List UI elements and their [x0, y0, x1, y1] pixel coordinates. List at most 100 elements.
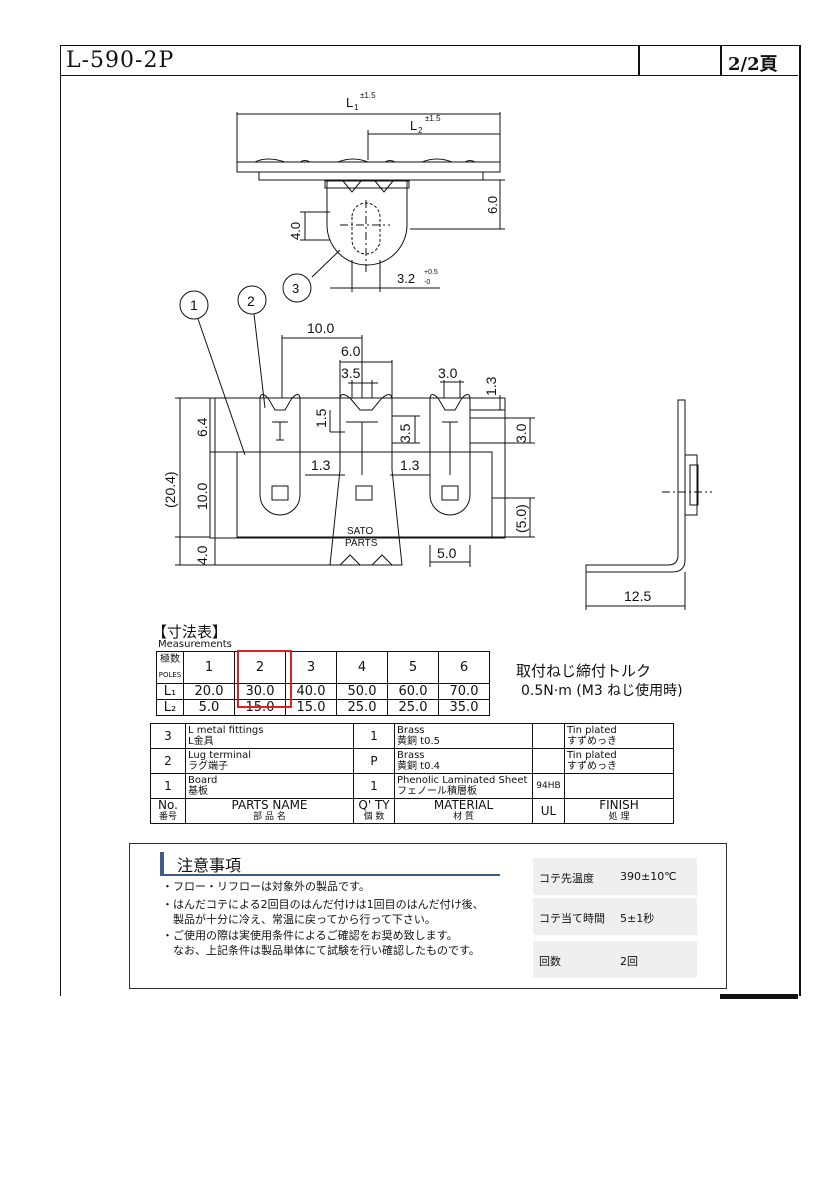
callout-3: 3 — [292, 281, 299, 296]
part-ul — [532, 723, 565, 749]
value-cell: 35.0 — [438, 699, 490, 716]
value-cell: 25.0 — [387, 699, 439, 716]
front-view — [175, 285, 535, 567]
brand-text-2: PARTS — [345, 538, 378, 549]
torque-value: 0.5N·m (M3 ねじ使用時) — [521, 683, 683, 699]
top-view — [236, 112, 505, 303]
title-divider — [720, 45, 722, 75]
dim-3-2: 3.2 — [397, 271, 415, 286]
brand-text-1: SATO — [347, 526, 374, 537]
part-no: 1 — [150, 773, 186, 799]
dim-l1: L — [346, 95, 353, 110]
notice-line: なお、上記条件は製品単体にて試験を行い確認したものです。 — [162, 944, 480, 957]
spec-value: 390±10℃ — [620, 870, 677, 883]
spec-label: コテ先温度 — [539, 872, 594, 885]
dim-6: 6.0 — [485, 196, 500, 214]
spec-row: コテ先温度 390±10℃ — [533, 858, 697, 895]
notice-underline — [160, 874, 500, 876]
title-divider — [638, 45, 640, 75]
part-qty: 1 — [353, 723, 395, 749]
value-cell: 60.0 — [387, 683, 439, 700]
notice-line: ・はんだコテによる2回目のはんだ付けは1回目のはんだ付け後、 — [162, 898, 484, 911]
dim-5-0: 5.0 — [437, 545, 457, 561]
spec-value: 5±1秒 — [620, 912, 655, 925]
pole-cell: 4 — [336, 651, 388, 684]
header-ul: UL — [532, 798, 565, 824]
dim-1-3-c: 1.3 — [400, 457, 420, 473]
notice-line: 製品が十分に冷え、常温に戻ってから行って下さい。 — [162, 913, 436, 926]
torque-label: 取付ねじ締付トルク — [516, 662, 652, 680]
row-label: L₁ — [156, 683, 184, 700]
technical-drawing: L 1 ±1.5 L 2 ±1.5 6.0 4.0 3.2 +0.5 -0 3 — [162, 91, 712, 610]
dim-3-0-b: 3.0 — [513, 423, 529, 443]
dim-3-5-a: 3.5 — [341, 365, 361, 381]
dim-5-0-paren: (5.0) — [513, 504, 529, 533]
part-qty: P — [353, 748, 395, 774]
dim-6-0: 6.0 — [341, 343, 361, 359]
pole-cell: 5 — [387, 651, 439, 684]
value-cell: 15.0 — [285, 699, 337, 716]
measurements-subtitle: Measurements — [158, 639, 232, 650]
dim-12-5: 12.5 — [624, 588, 651, 604]
dim-l2-tol: ±1.5 — [425, 114, 441, 123]
value-cell: 5.0 — [183, 699, 235, 716]
part-finish — [564, 773, 674, 799]
dim-l2: L — [410, 118, 417, 133]
row-label: L₂ — [156, 699, 184, 716]
measurements-title: 【寸法表】 — [152, 623, 228, 641]
dim-10: 10.0 — [307, 320, 334, 336]
dim-3-0-a: 3.0 — [438, 365, 458, 381]
notice-box — [129, 843, 727, 989]
spec-value: 2回 — [620, 955, 638, 968]
pole-cell: 1 — [183, 651, 235, 684]
part-no: 3 — [150, 723, 186, 749]
pole-cell: 3 — [285, 651, 337, 684]
notice-accent-bar — [160, 852, 164, 874]
table-row: L₂ 5.0 15.0 15.0 25.0 25.0 35.0 — [156, 699, 490, 716]
dim-3-5-b: 3.5 — [397, 423, 413, 443]
value-cell: 70.0 — [438, 683, 490, 700]
drawing-title: L-590-2P — [66, 48, 175, 73]
value-cell: 20.0 — [183, 683, 235, 700]
page-number: 2/2頁 — [728, 54, 778, 75]
value-cell: 40.0 — [285, 683, 337, 700]
part-ul: 94HB — [532, 773, 565, 799]
notice-title: 注意事項 — [177, 856, 242, 875]
highlight-box — [237, 650, 292, 708]
dim-4: 4.0 — [288, 222, 303, 240]
callout-1: 1 — [190, 297, 198, 313]
dim-l2-sub: 2 — [418, 126, 423, 135]
dim-3-2-tol-dn: -0 — [424, 279, 430, 286]
dim-l1-sub: 1 — [354, 103, 359, 112]
dim-1-3-b: 1.3 — [311, 457, 331, 473]
dim-1-3-a: 1.3 — [483, 376, 499, 396]
spec-row: 回数 2回 — [533, 941, 697, 978]
dim-6-4: 6.4 — [194, 417, 210, 437]
dim-l1-tol: ±1.5 — [360, 91, 376, 100]
side-view — [585, 399, 712, 610]
dim-10-0: 10.0 — [194, 483, 210, 510]
title-bar — [60, 45, 798, 76]
notice-line: ・ご使用の際は実使用条件によるご確認をお奨め致します。 — [162, 929, 458, 942]
pole-cell: 6 — [438, 651, 490, 684]
dim-4-0: 4.0 — [194, 545, 210, 565]
frame-bottom-bar — [720, 994, 798, 999]
